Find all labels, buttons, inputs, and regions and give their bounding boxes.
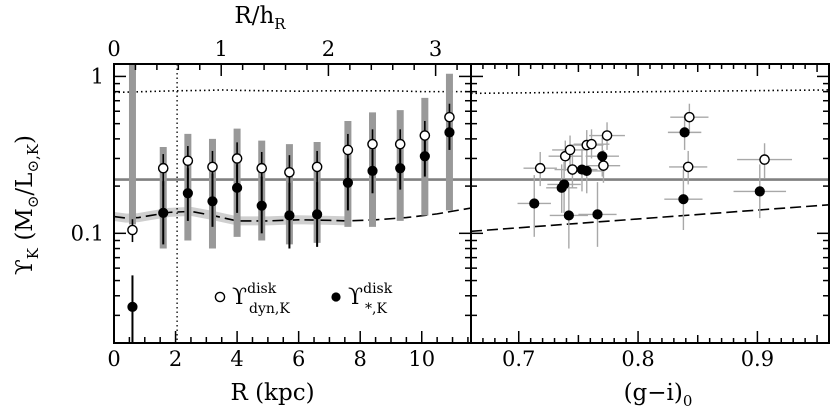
x-axis-title-right: (g−i)0 xyxy=(624,380,693,410)
dyn-point xyxy=(342,144,354,156)
stellar-point xyxy=(256,200,267,211)
stellar-point xyxy=(207,196,218,207)
dyn-point xyxy=(182,155,194,167)
dyn-point xyxy=(564,144,576,156)
y-axis-title-part: ⊙,K xyxy=(24,143,42,172)
dyn-point xyxy=(586,138,597,150)
y-axis-title-part: K xyxy=(24,247,42,259)
dyn-point xyxy=(157,162,169,174)
stellar-point xyxy=(529,198,540,209)
x2-axis-title-main: R/h xyxy=(234,3,274,29)
legend-stellar-marker xyxy=(331,292,341,302)
dotted-model-line xyxy=(471,89,829,95)
stellar-point xyxy=(679,127,690,138)
stellar-point xyxy=(284,210,295,221)
dyn-point xyxy=(759,154,770,165)
right-panel-plot xyxy=(471,89,829,249)
dyn-point xyxy=(601,130,613,141)
dyn-point xyxy=(684,111,695,123)
dyn-point xyxy=(394,138,406,150)
x-axis-title-main: (g−i) xyxy=(624,380,683,406)
legend-dyn-sub: dyn,K xyxy=(249,301,290,317)
x2-axis-title: R/hR xyxy=(234,3,286,33)
dyn-point xyxy=(367,138,378,150)
x-tick-label: 6 xyxy=(292,347,305,371)
x-tick-label: 0 xyxy=(107,347,120,371)
x-axis-title-sub: 0 xyxy=(683,392,693,410)
dashed-model-line xyxy=(471,203,829,233)
stellar-point xyxy=(342,177,353,188)
stellar-point xyxy=(419,151,430,162)
stellar-point xyxy=(597,151,608,162)
x-tick-label: 0.9 xyxy=(741,347,774,371)
legend-dyn-marker xyxy=(214,291,226,303)
stellar-point xyxy=(558,179,570,190)
x-tick-label: 0.8 xyxy=(621,347,654,371)
stellar-point xyxy=(678,194,689,205)
stellar-point xyxy=(754,186,765,197)
dyn-point xyxy=(419,130,431,141)
y-axis-title-part: ) xyxy=(12,135,38,144)
y-tick-label: 0.1 xyxy=(71,221,104,245)
x2-tick-label: 3 xyxy=(429,37,442,61)
dotted-model-curve xyxy=(114,89,471,94)
stellar-point xyxy=(581,165,592,176)
x-axis-title: R (kpc) xyxy=(230,380,314,406)
stellar-point xyxy=(367,165,378,176)
y-axis-title-part: ⊙ xyxy=(24,196,42,209)
dyn-point xyxy=(256,162,268,174)
dyn-point xyxy=(567,164,578,175)
x2-tick-label: 1 xyxy=(215,37,228,61)
x-tick-label: 2 xyxy=(169,347,182,371)
stellar-point xyxy=(127,301,138,312)
legend-dyn-main: ϒ xyxy=(232,285,247,310)
dyn-point xyxy=(444,111,455,123)
x2-axis-title-sub: R xyxy=(274,15,286,33)
y-axis-title-part: /L xyxy=(12,173,38,196)
stellar-point xyxy=(592,209,603,220)
dyn-point xyxy=(311,161,323,173)
x-tick-label: 10 xyxy=(408,347,435,371)
legend-dyn-label: ϒdisk dyn,K xyxy=(232,281,290,317)
stellar-point xyxy=(312,209,323,220)
y-axis-title-part: ϒ xyxy=(12,259,38,275)
dashed-model-curve xyxy=(114,207,471,222)
dyn-point xyxy=(534,162,546,174)
dyn-point xyxy=(127,224,138,236)
x2-tick-label: 0 xyxy=(107,37,120,61)
x-tick-label: 0.7 xyxy=(502,347,535,371)
stellar-point xyxy=(232,182,243,193)
x2-tick-label: 2 xyxy=(322,37,335,61)
legend-stellar-sub: *,K xyxy=(365,301,387,317)
y-tick-label: 1 xyxy=(91,64,104,88)
stellar-point xyxy=(158,207,169,218)
left-panel-plot xyxy=(114,64,471,343)
dyn-point xyxy=(682,161,694,173)
stellar-point xyxy=(444,127,455,138)
legend-stellar-sup: disk xyxy=(363,281,393,297)
y-axis-title-part: (M xyxy=(12,208,38,248)
x-tick-label: 8 xyxy=(354,347,367,371)
stellar-point xyxy=(182,188,193,199)
dyn-point xyxy=(207,161,218,173)
stellar-point xyxy=(395,163,406,174)
dyn-point xyxy=(598,160,609,171)
dyn-point xyxy=(284,166,295,178)
legend-stellar-label: ϒdisk *,K xyxy=(348,281,393,317)
x-tick-label: 4 xyxy=(230,347,243,371)
dyn-point xyxy=(231,153,243,164)
legend-stellar-main: ϒ xyxy=(348,285,363,310)
stellar-point xyxy=(563,210,574,221)
legend-dyn-sup: disk xyxy=(247,281,277,297)
y-axis-title: ϒK (M⊙/L⊙,K) xyxy=(12,135,42,275)
